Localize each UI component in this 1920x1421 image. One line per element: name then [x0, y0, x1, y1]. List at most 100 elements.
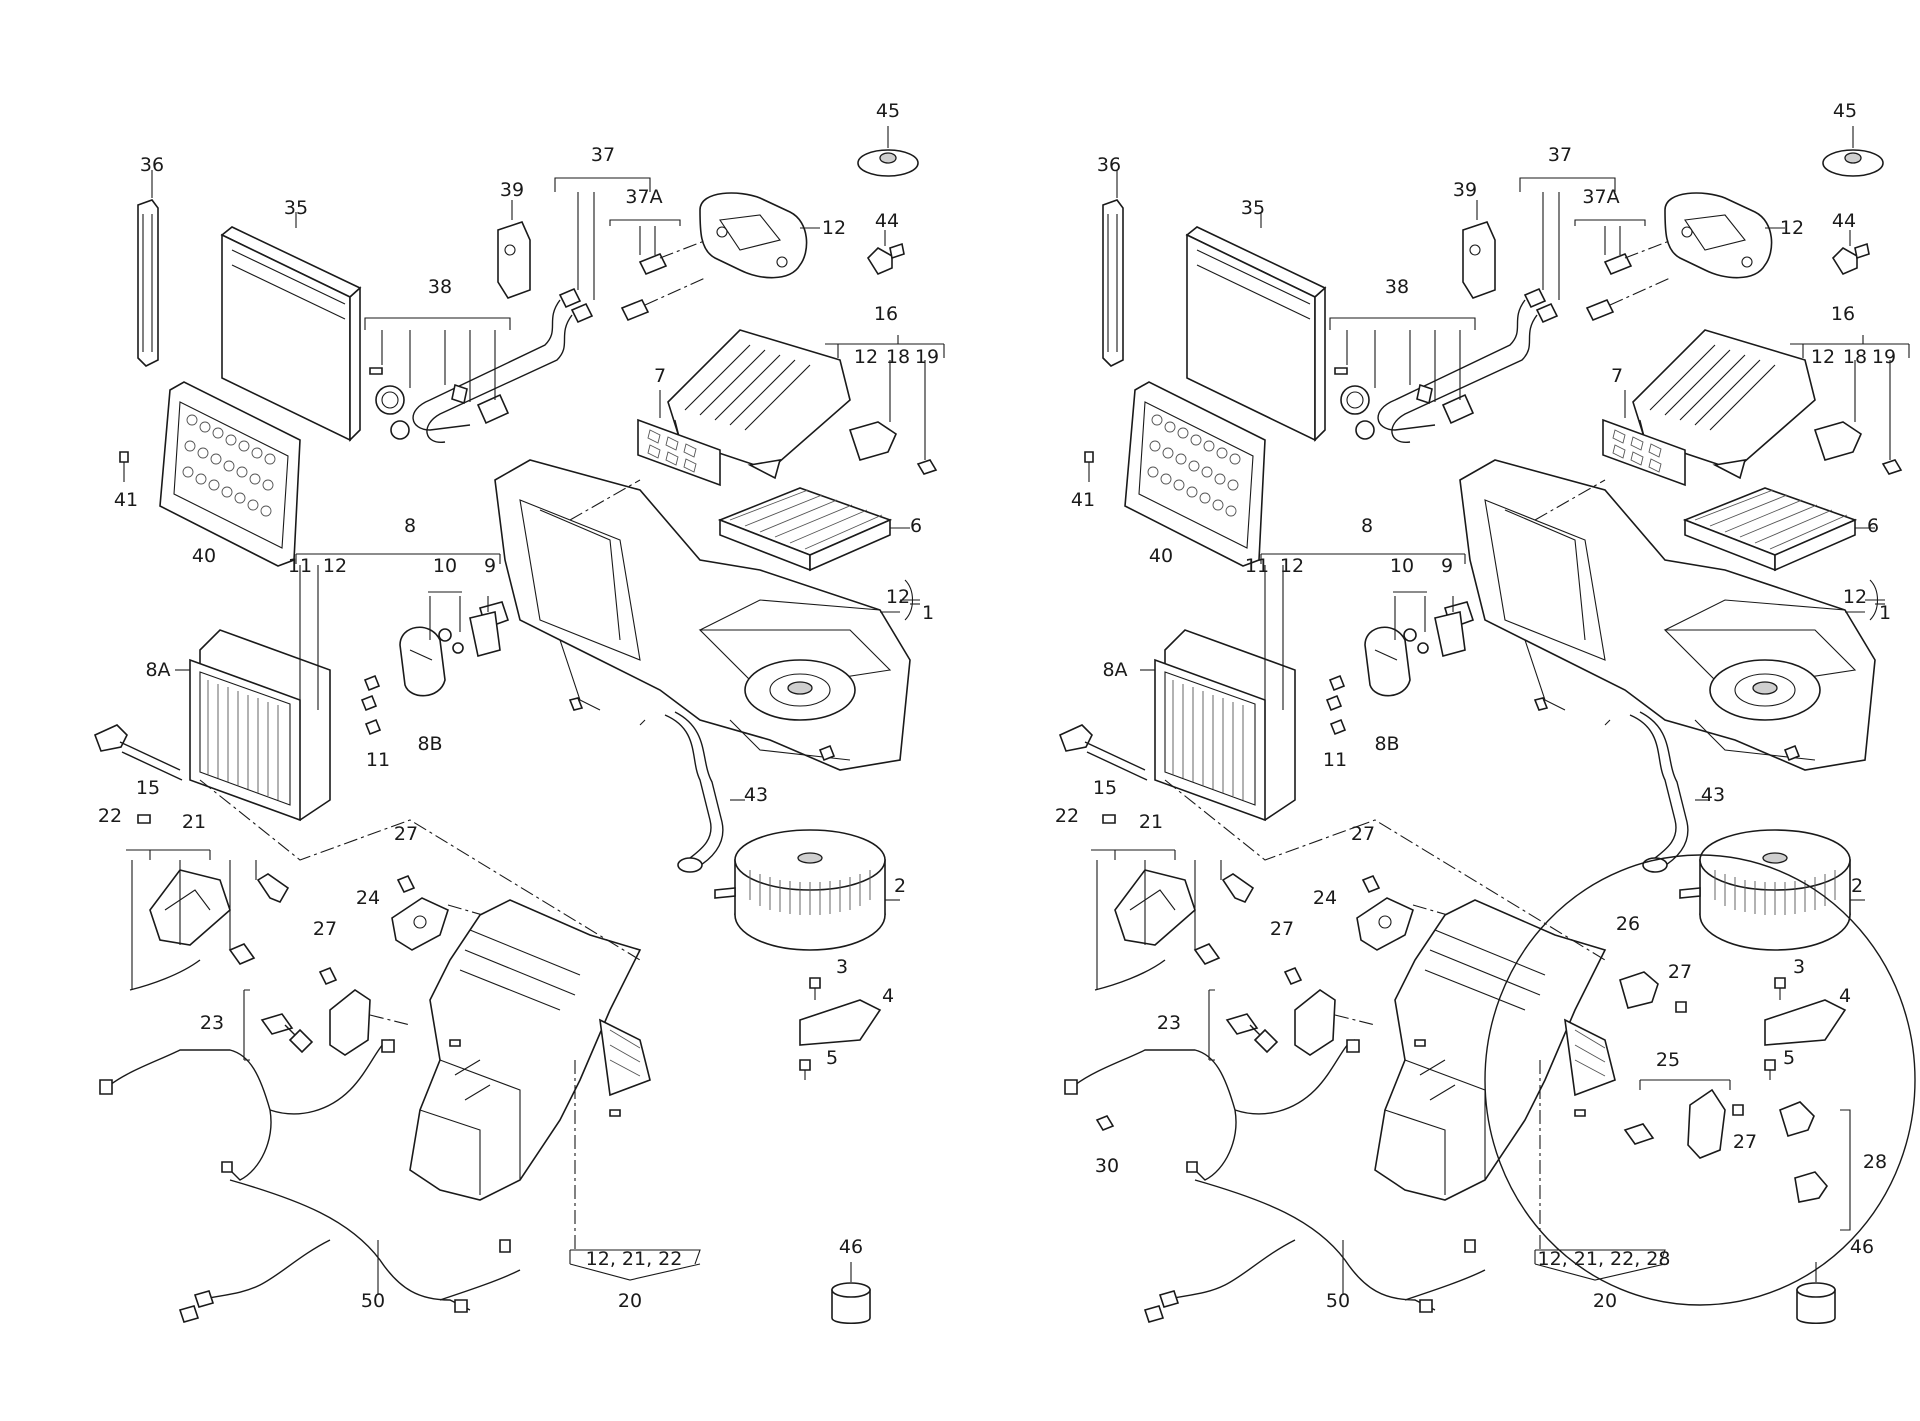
r-label-10: 10 [1390, 555, 1414, 577]
r-label-24: 24 [1313, 887, 1337, 909]
part-26 [1619, 971, 1659, 1009]
r-label-11-low: 11 [1323, 749, 1347, 771]
r-label-3: 3 [1793, 956, 1805, 978]
r-label-27-c: 27 [1668, 961, 1692, 983]
r-label-38: 38 [1385, 276, 1409, 298]
r-label-26: 26 [1616, 913, 1640, 935]
label-18: 18 [886, 346, 910, 368]
label-8: 8 [404, 515, 416, 537]
r-label-21: 21 [1139, 811, 1163, 833]
label-37A: 37A [625, 186, 662, 208]
r-label-46: 46 [1850, 1236, 1874, 1258]
r-label-12-21-22-28: 12, 21, 22, 28 [1538, 1248, 1671, 1270]
part-28-b [1794, 1171, 1829, 1203]
label-6: 6 [910, 515, 922, 537]
label-10: 10 [433, 555, 457, 577]
r-label-27-b: 27 [1270, 918, 1294, 940]
r-label-36: 36 [1097, 154, 1121, 176]
r-label-20: 20 [1593, 1290, 1617, 1312]
label-7: 7 [654, 365, 666, 387]
part-30 [1095, 1115, 1115, 1131]
label-12-16: 12 [854, 346, 878, 368]
label-8B: 8B [417, 733, 442, 755]
label-12-mid: 12 [323, 555, 347, 577]
r-label-18: 18 [1843, 346, 1867, 368]
detail-circle-group [1095, 854, 1916, 1306]
label-44: 44 [875, 210, 899, 232]
r-label-25: 25 [1656, 1049, 1680, 1071]
r-label-50: 50 [1326, 1290, 1350, 1312]
r-label-12-16: 12 [1811, 346, 1835, 368]
label-12-top: 12 [822, 217, 846, 239]
label-40: 40 [192, 545, 216, 567]
r-label-8: 8 [1361, 515, 1373, 537]
label-38: 38 [428, 276, 452, 298]
label-19: 19 [915, 346, 939, 368]
r-label-41: 41 [1071, 489, 1095, 511]
r-label-19: 19 [1872, 346, 1896, 368]
r-label-27-d: 27 [1733, 1131, 1757, 1153]
label-8A: 8A [145, 659, 170, 681]
r-label-1: 1 [1879, 602, 1891, 624]
r-label-12-top: 12 [1780, 217, 1804, 239]
part-28-a [1779, 1101, 1815, 1137]
r-label-30: 30 [1095, 1155, 1119, 1177]
r-label-4: 4 [1839, 985, 1851, 1007]
r-label-40: 40 [1149, 545, 1173, 567]
label-50: 50 [361, 1290, 385, 1312]
r-label-45: 45 [1833, 100, 1857, 122]
r-label-8A: 8A [1102, 659, 1127, 681]
label-15: 15 [136, 777, 160, 799]
left-labels: 36 35 37 39 37A 12 45 44 38 16 7 12 18 1… [98, 100, 939, 1312]
r-label-12-mid: 12 [1280, 555, 1304, 577]
part-27-screw-b [1732, 1104, 1744, 1116]
r-label-23: 23 [1157, 1012, 1181, 1034]
detail-circle [1484, 854, 1916, 1306]
r-label-43: 43 [1701, 784, 1725, 806]
label-2: 2 [894, 875, 906, 897]
label-11-top: 11 [288, 555, 312, 577]
bracket-28 [1840, 1109, 1851, 1231]
label-23: 23 [200, 1012, 224, 1034]
r-label-8B: 8B [1374, 733, 1399, 755]
r-label-44: 44 [1832, 210, 1856, 232]
r-label-39: 39 [1453, 179, 1477, 201]
label-22: 22 [98, 805, 122, 827]
label-5: 5 [826, 1047, 838, 1069]
r-label-5: 5 [1783, 1047, 1795, 1069]
r-label-22: 22 [1055, 805, 1079, 827]
r-label-12-right: 12 [1843, 586, 1867, 608]
label-39: 39 [500, 179, 524, 201]
label-24: 24 [356, 887, 380, 909]
r-label-2: 2 [1851, 875, 1863, 897]
label-21: 21 [182, 811, 206, 833]
label-3: 3 [836, 956, 848, 978]
r-label-28: 28 [1863, 1151, 1887, 1173]
label-27-a: 27 [394, 823, 418, 845]
r-label-37A: 37A [1582, 186, 1619, 208]
label-20: 20 [618, 1290, 642, 1312]
label-12-right: 12 [886, 586, 910, 608]
left-panel-drawing [94, 125, 945, 1325]
label-11-low: 11 [366, 749, 390, 771]
label-16: 16 [874, 303, 898, 325]
r-label-15: 15 [1093, 777, 1117, 799]
label-27-b: 27 [313, 918, 337, 940]
right-panel-drawing [1059, 125, 1910, 1325]
r-label-27-a: 27 [1351, 823, 1375, 845]
label-43: 43 [744, 784, 768, 806]
part-27-screw-a [1675, 1001, 1687, 1013]
part-25-pin [1623, 1123, 1655, 1145]
label-45: 45 [876, 100, 900, 122]
label-1: 1 [922, 602, 934, 624]
r-label-35: 35 [1241, 197, 1265, 219]
part-25-actuator [1687, 1088, 1726, 1159]
label-35: 35 [284, 197, 308, 219]
r-label-6: 6 [1867, 515, 1879, 537]
label-9: 9 [484, 555, 496, 577]
bracket-25 [1639, 1079, 1731, 1090]
r-label-7: 7 [1611, 365, 1623, 387]
r-label-11-top: 11 [1245, 555, 1269, 577]
